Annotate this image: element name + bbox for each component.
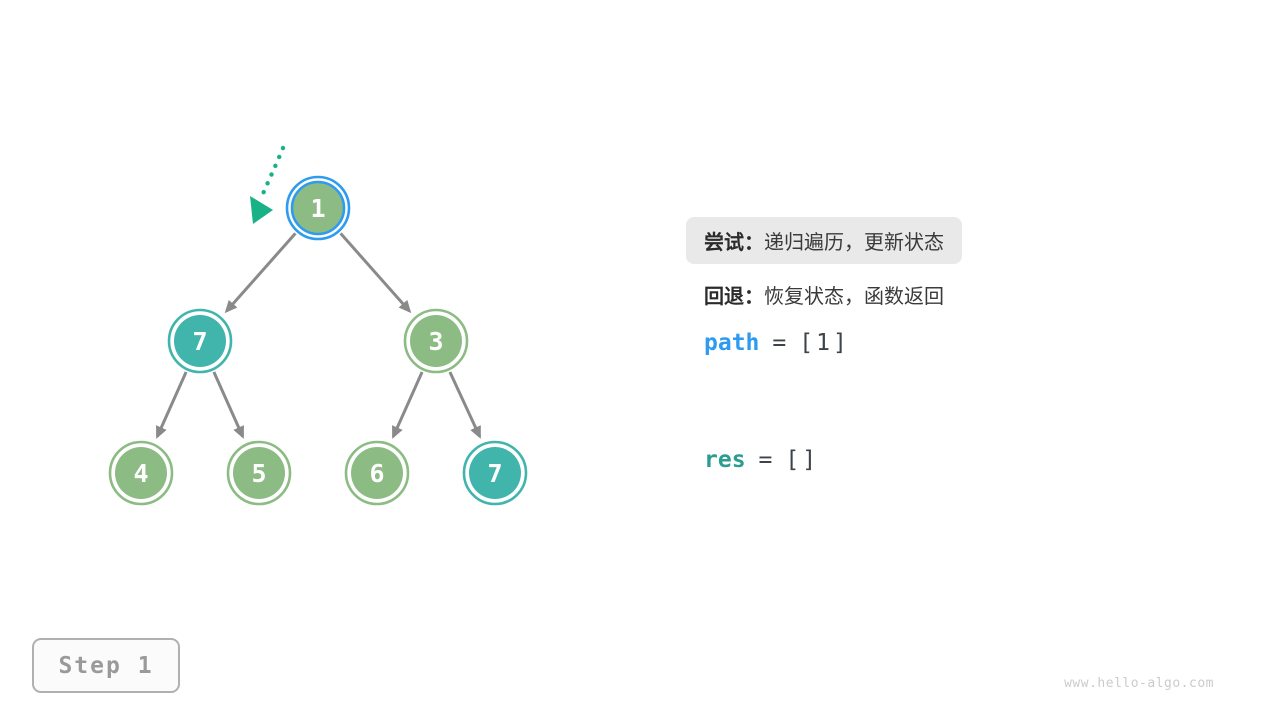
path-variable-line: path = [1] [704,330,850,356]
equals-sign: = [772,330,787,356]
path-variable-name: path [704,330,760,356]
node-value: 4 [133,459,148,488]
res-variable-line: res = [] [704,447,819,473]
step-badge: Step 1 [32,638,180,693]
res-variable-name: res [704,447,746,473]
tree-node: 7 [462,440,528,506]
try-text: 递归遍历，更新状态 [764,232,944,254]
tree-edge [448,371,482,439]
binary-tree-diagram: 1 7 3 4 5 6 7 [108,145,528,506]
tree-edge [391,371,424,439]
tree-node: 6 [344,440,410,506]
current-node-pointer-icon [250,145,286,224]
tree-node: 3 [403,308,469,374]
tree-node: 7 [167,308,233,374]
backtrack-explanation: 回退： 恢复状态，函数返回 [704,280,944,309]
node-value: 3 [428,327,443,356]
tree-node: 4 [108,440,174,506]
equals-sign: = [758,447,773,473]
tree-edge [224,232,297,314]
watermark: www.hello-algo.com [1064,676,1214,691]
backtrack-label: 回退： [704,286,764,308]
backtrack-text: 恢复状态，函数返回 [764,286,944,308]
node-value: 7 [487,459,502,488]
node-value: 5 [251,459,266,488]
tree-edges [155,232,482,439]
try-label: 尝试： [704,232,764,254]
tree-edge [339,232,412,314]
node-value: 7 [192,327,207,356]
step-badge-label: Step 1 [58,652,154,679]
tree-edge [155,371,188,439]
tree-node-current: 1 [285,175,351,241]
path-variable-value: [1] [799,330,850,356]
node-value: 6 [369,459,384,488]
node-value: 1 [310,194,325,223]
res-variable-value: [] [785,447,820,473]
tree-edge [212,371,245,439]
try-explanation-highlighted: 尝试： 递归遍历，更新状态 [686,217,962,264]
tree-node: 5 [226,440,292,506]
